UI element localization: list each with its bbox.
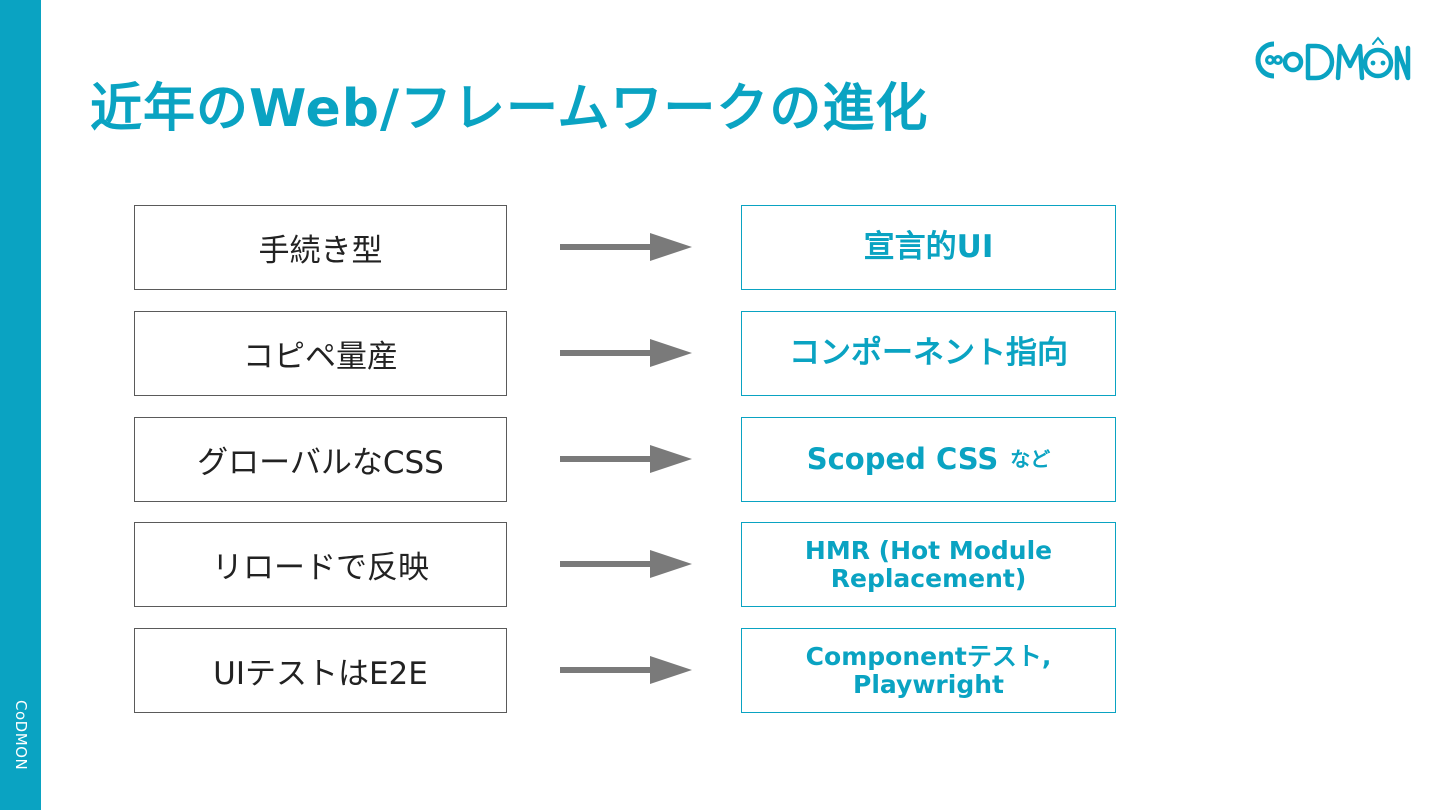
slide-title: 近年のWeb/フレームワークの進化 (90, 79, 929, 139)
right-arrow-icon (560, 233, 692, 261)
before-box: UIテストはE2E (134, 628, 507, 713)
right-arrow-icon (560, 550, 692, 578)
after-text: コンポーネント指向 (789, 335, 1068, 372)
after-text: Componentテスト, Playwright (805, 641, 1052, 699)
before-box: コピペ量産 (134, 311, 507, 396)
right-arrow-icon (560, 656, 692, 684)
comparison-row: リロードで反映 HMR (Hot Module Replacement) (134, 522, 1118, 610)
after-box: 宣言的UI (741, 205, 1116, 290)
side-brand-label: CoDMON (12, 700, 30, 771)
before-box: 手続き型 (134, 205, 507, 290)
after-text: 宣言的UI (863, 229, 994, 266)
comparison-row: グローバルなCSS Scoped CSS など (134, 417, 1118, 505)
codmon-logo (1255, 36, 1411, 81)
right-arrow-icon (560, 339, 692, 367)
after-box: Componentテスト, Playwright (741, 628, 1116, 713)
before-box: グローバルなCSS (134, 417, 507, 502)
comparison-row: コピペ量産 コンポーネント指向 (134, 311, 1118, 399)
right-arrow-icon (560, 445, 692, 473)
after-suffix-text: など (1010, 447, 1051, 472)
side-accent-bar: CoDMON (0, 0, 41, 810)
after-text: Scoped CSS (806, 442, 999, 477)
after-box: コンポーネント指向 (741, 311, 1116, 396)
after-text: HMR (Hot Module Replacement) (804, 535, 1053, 593)
comparison-row: 手続き型 宣言的UI (134, 205, 1118, 293)
after-box: Scoped CSS など (741, 417, 1116, 502)
comparison-row: UIテストはE2E Componentテスト, Playwright (134, 628, 1118, 716)
before-box: リロードで反映 (134, 522, 507, 607)
after-box: HMR (Hot Module Replacement) (741, 522, 1116, 607)
